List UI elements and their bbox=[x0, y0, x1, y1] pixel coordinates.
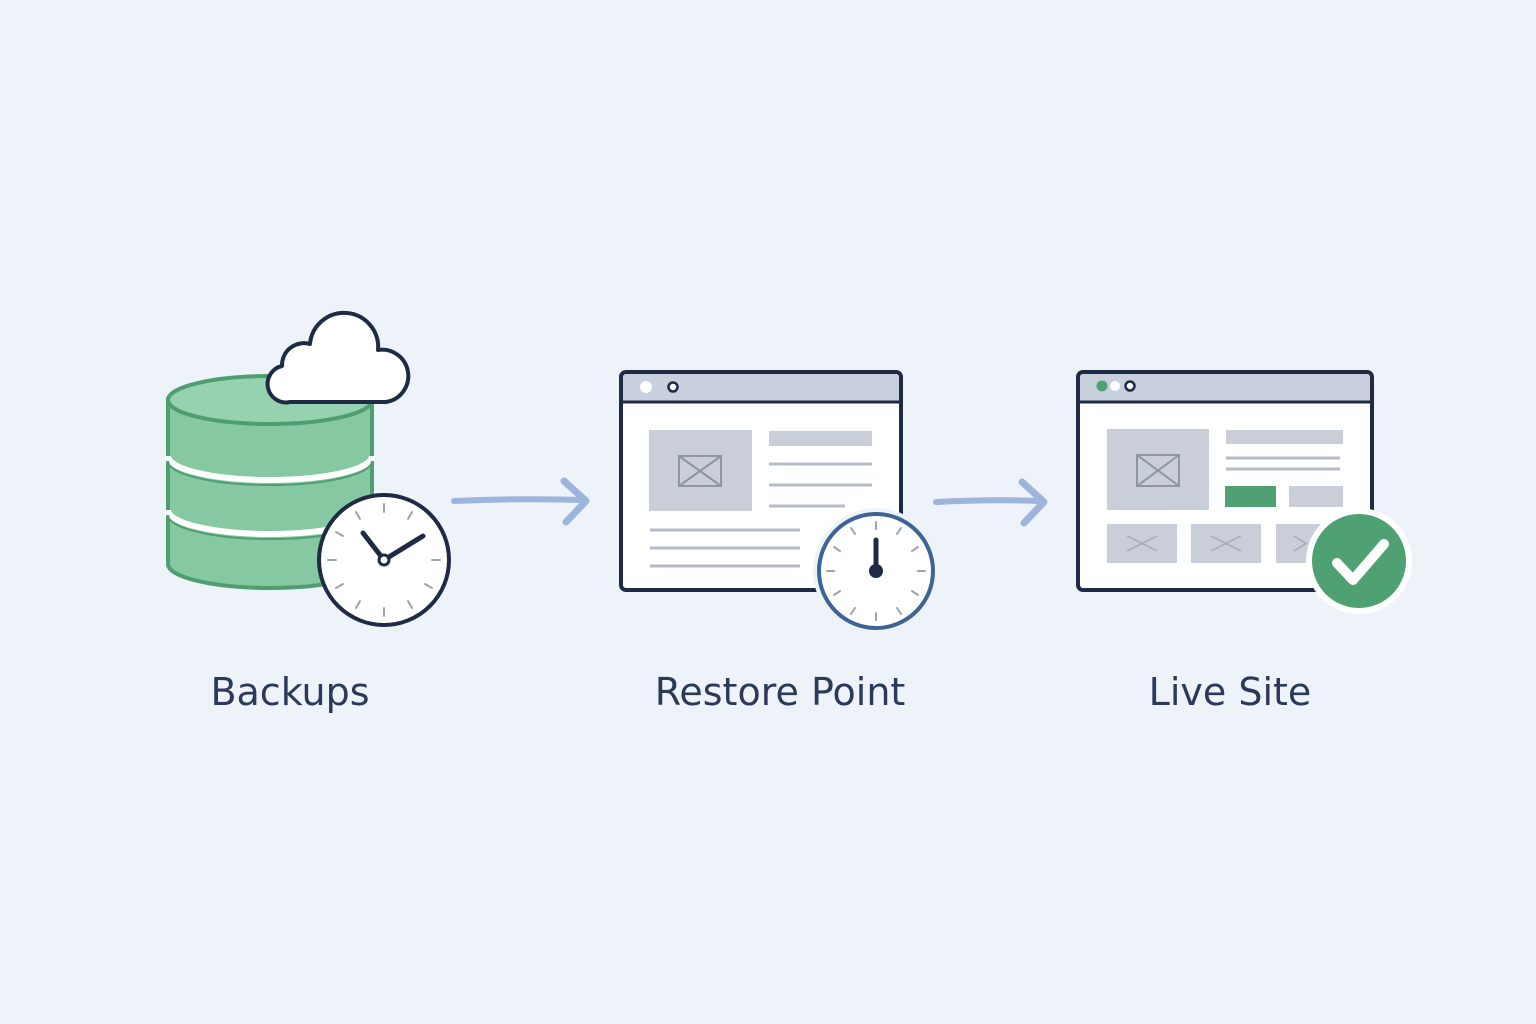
image-placeholder-icon bbox=[1136, 454, 1180, 487]
button-placeholder bbox=[1225, 486, 1276, 507]
clock-icon bbox=[813, 508, 939, 634]
button-placeholder bbox=[1289, 486, 1343, 507]
arrow-right-icon bbox=[933, 478, 1048, 527]
image-placeholder-icon bbox=[678, 455, 722, 487]
check-circle-icon bbox=[1306, 508, 1412, 614]
thumbnail-row bbox=[1107, 524, 1336, 563]
browser-window-icon bbox=[1076, 370, 1374, 592]
clock-icon bbox=[317, 493, 451, 627]
step-label-live-site: Live Site bbox=[1148, 670, 1312, 714]
step-label-restore-point: Restore Point bbox=[654, 670, 906, 714]
arrow-right-icon bbox=[451, 477, 590, 526]
cloud-icon bbox=[265, 310, 411, 405]
step-label-backups: Backups bbox=[210, 670, 370, 714]
